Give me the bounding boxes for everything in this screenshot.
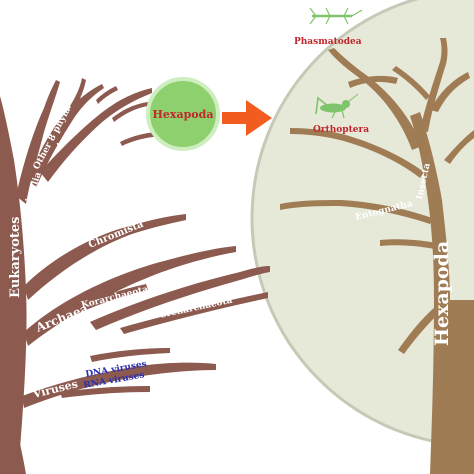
stick-insect-icon [309,7,363,25]
label-hexapoda-trunk: Hexapoda [431,241,453,346]
grasshopper-icon [315,93,359,119]
twig-2 [112,102,148,122]
left-trunk [0,96,27,474]
arrow-to-zoom [222,100,272,136]
branch-right-low-2 [398,306,440,354]
label-orthoptera: Orthoptera [313,125,369,135]
branch-right-lower [380,239,442,250]
branch-entognatha [280,200,432,224]
branch-viruses-lower [60,386,150,398]
twig-4 [70,78,86,110]
branch-mid-right [392,66,430,100]
branch-euryarchaeota [90,266,270,330]
branch-chromista [24,214,186,300]
branch-other-phyla [28,84,104,188]
twig-3 [120,132,162,146]
branch-crenarchaeota [120,292,268,334]
branch-animalia [16,80,60,204]
hexapoda-node-circle [146,77,220,151]
branch-viruses-top [90,348,170,362]
branch-insecta-up [420,38,448,132]
right-tree [280,38,474,474]
twig-1 [96,86,118,104]
left-trunk-base [0,380,26,474]
label-chromista: Chromista [87,219,146,251]
branch-korarchaeota [64,284,148,318]
branch-phasmatodea [328,48,422,150]
branch-orthoptera [290,128,424,178]
hexapoda-node-label: Hexapoda [153,108,214,121]
branch-right-upper-left [348,75,398,88]
branch-top-right [430,72,470,112]
branch-archaea [24,246,236,346]
left-tree [0,78,270,474]
label-phasmatodea: Phasmatodea [294,37,362,47]
label-viruses: Viruses [31,377,79,401]
branch-right-side [444,130,474,164]
right-trunk [410,112,474,474]
label-eukaryotes: Eukaryotes [8,217,23,298]
branch-viruses [22,362,216,408]
branch-arthropoda [40,88,152,182]
